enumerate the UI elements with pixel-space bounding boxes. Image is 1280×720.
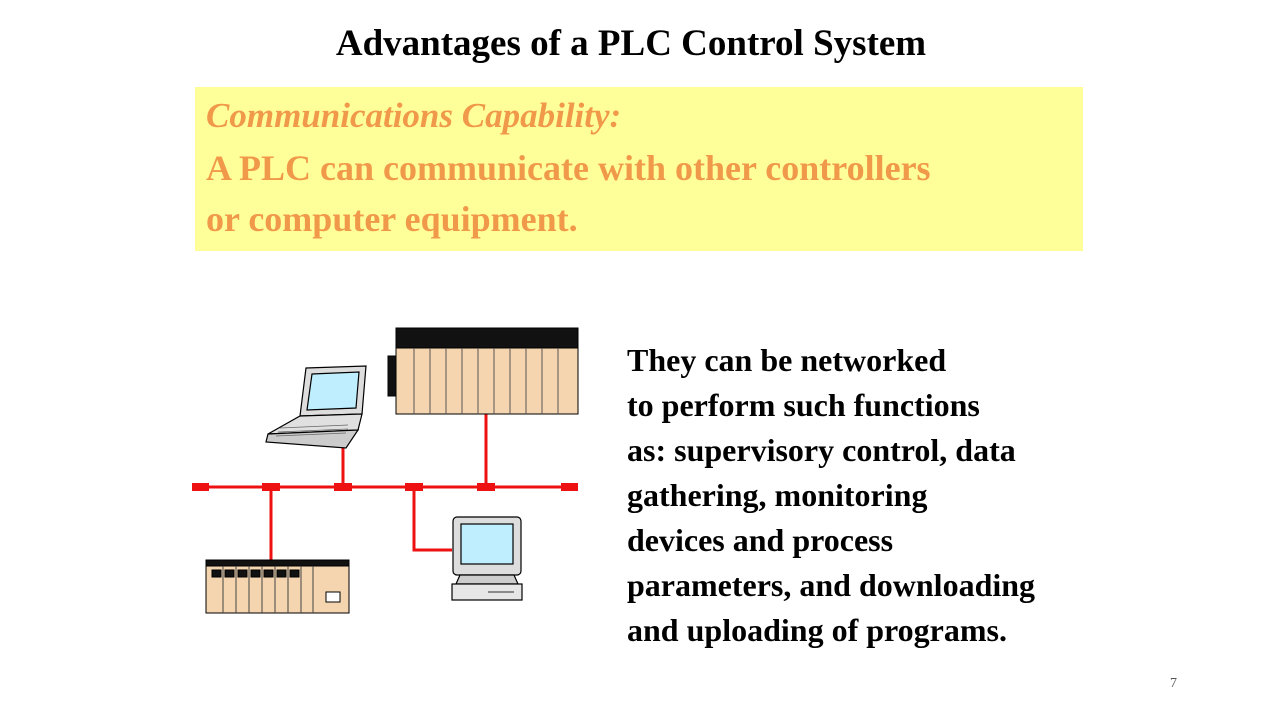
communications-highlight-box: Communications Capability: A PLC can com…: [195, 87, 1083, 251]
plc-rack-small-icon: [205, 559, 350, 614]
networking-description: They can be networked to perform such fu…: [627, 338, 1147, 653]
desktop-computer-icon: [451, 516, 523, 601]
description-line: as: supervisory control, data: [627, 432, 1016, 468]
description-line: and uploading of programs.: [627, 612, 1007, 648]
highlight-line-1: A PLC can communicate with other control…: [206, 148, 931, 188]
slide-title: Advantages of a PLC Control System: [335, 23, 927, 64]
highlight-heading: Communications Capability:: [206, 96, 622, 135]
description-line: devices and process: [627, 522, 894, 558]
network-junctions: [192, 483, 578, 491]
laptop-icon: [265, 365, 367, 449]
plc-rack-large-icon: [387, 327, 579, 415]
description-line: parameters, and downloading: [627, 567, 1036, 603]
page-number: 7: [1170, 676, 1177, 691]
highlight-line-2: or computer equipment.: [206, 199, 578, 239]
plc-network-diagram: [192, 327, 579, 614]
description-line: They can be networked: [627, 342, 947, 378]
description-line: gathering, monitoring: [627, 477, 928, 513]
description-line: to perform such functions: [627, 387, 980, 423]
